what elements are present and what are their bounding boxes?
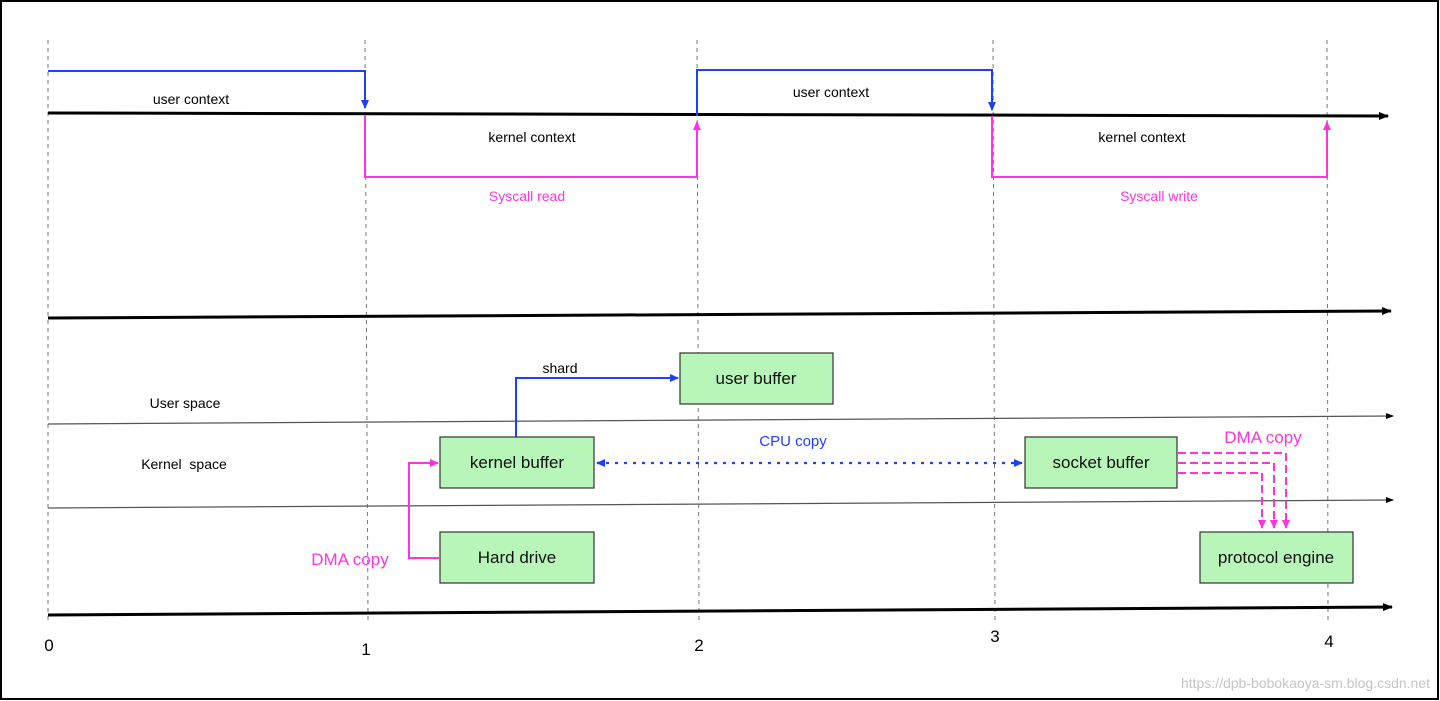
time-guide-3 — [992, 39, 996, 621]
user-context-label-1: user context — [153, 91, 229, 107]
time-axis — [47, 603, 1393, 617]
shard-label: shard — [542, 360, 577, 376]
user-kernel-divider — [47, 413, 1394, 425]
kernel-context-label-2: kernel context — [1098, 129, 1185, 145]
dma-lane-3 — [1178, 472, 1266, 529]
user-buffer-box: user buffer — [679, 352, 834, 405]
dma-copy-label-left: DMA copy — [311, 550, 389, 569]
kernel-context-flow-2 — [991, 116, 1331, 178]
time-guides — [47, 39, 1329, 621]
user-context-flow-1 — [48, 70, 369, 109]
tick-label-2: 2 — [694, 636, 703, 655]
user-context-flow-2 — [696, 69, 996, 116]
syscall-read-label: Syscall read — [489, 188, 565, 204]
socket-buffer-label: socket buffer — [1052, 453, 1149, 472]
protocol-engine-box: protocol engine — [1199, 531, 1354, 584]
hard-drive-box: Hard drive — [439, 531, 595, 584]
separator-axis — [47, 307, 1392, 320]
dma-lane-2 — [1178, 462, 1278, 529]
kernel-buffer-box: kernel buffer — [439, 436, 595, 489]
dma-lane-1 — [1178, 452, 1290, 529]
socket-buffer-box: socket buffer — [1024, 436, 1178, 489]
protocol-engine-label: protocol engine — [1218, 548, 1334, 567]
shard-flow — [515, 374, 679, 437]
tick-label-0: 0 — [44, 636, 53, 655]
context-axis — [47, 111, 1389, 120]
kernel-hardware-divider — [47, 497, 1394, 509]
kernel-context-label-1: kernel context — [488, 129, 575, 145]
dma-copy-flow-right — [1178, 452, 1290, 529]
kernel-context-flow-1 — [364, 116, 701, 178]
tick-label-1: 1 — [361, 640, 370, 659]
kernel-space-label: Kernel space — [141, 456, 227, 472]
dma-copy-flow-left — [408, 459, 439, 559]
tick-label-3: 3 — [990, 627, 999, 646]
watermark: https://dpb-bobokaoya-sm.blog.csdn.net — [1181, 675, 1430, 691]
user-space-label: User space — [150, 395, 221, 411]
cpu-copy-label: CPU copy — [759, 433, 827, 450]
syscall-write-label: Syscall write — [1120, 188, 1198, 204]
dma-copy-label-right: DMA copy — [1224, 428, 1302, 447]
user-buffer-label: user buffer — [716, 369, 797, 388]
hard-drive-label: Hard drive — [478, 548, 556, 567]
kernel-buffer-label: kernel buffer — [470, 453, 565, 472]
user-context-label-2: user context — [793, 84, 869, 100]
tick-label-4: 4 — [1324, 632, 1333, 651]
